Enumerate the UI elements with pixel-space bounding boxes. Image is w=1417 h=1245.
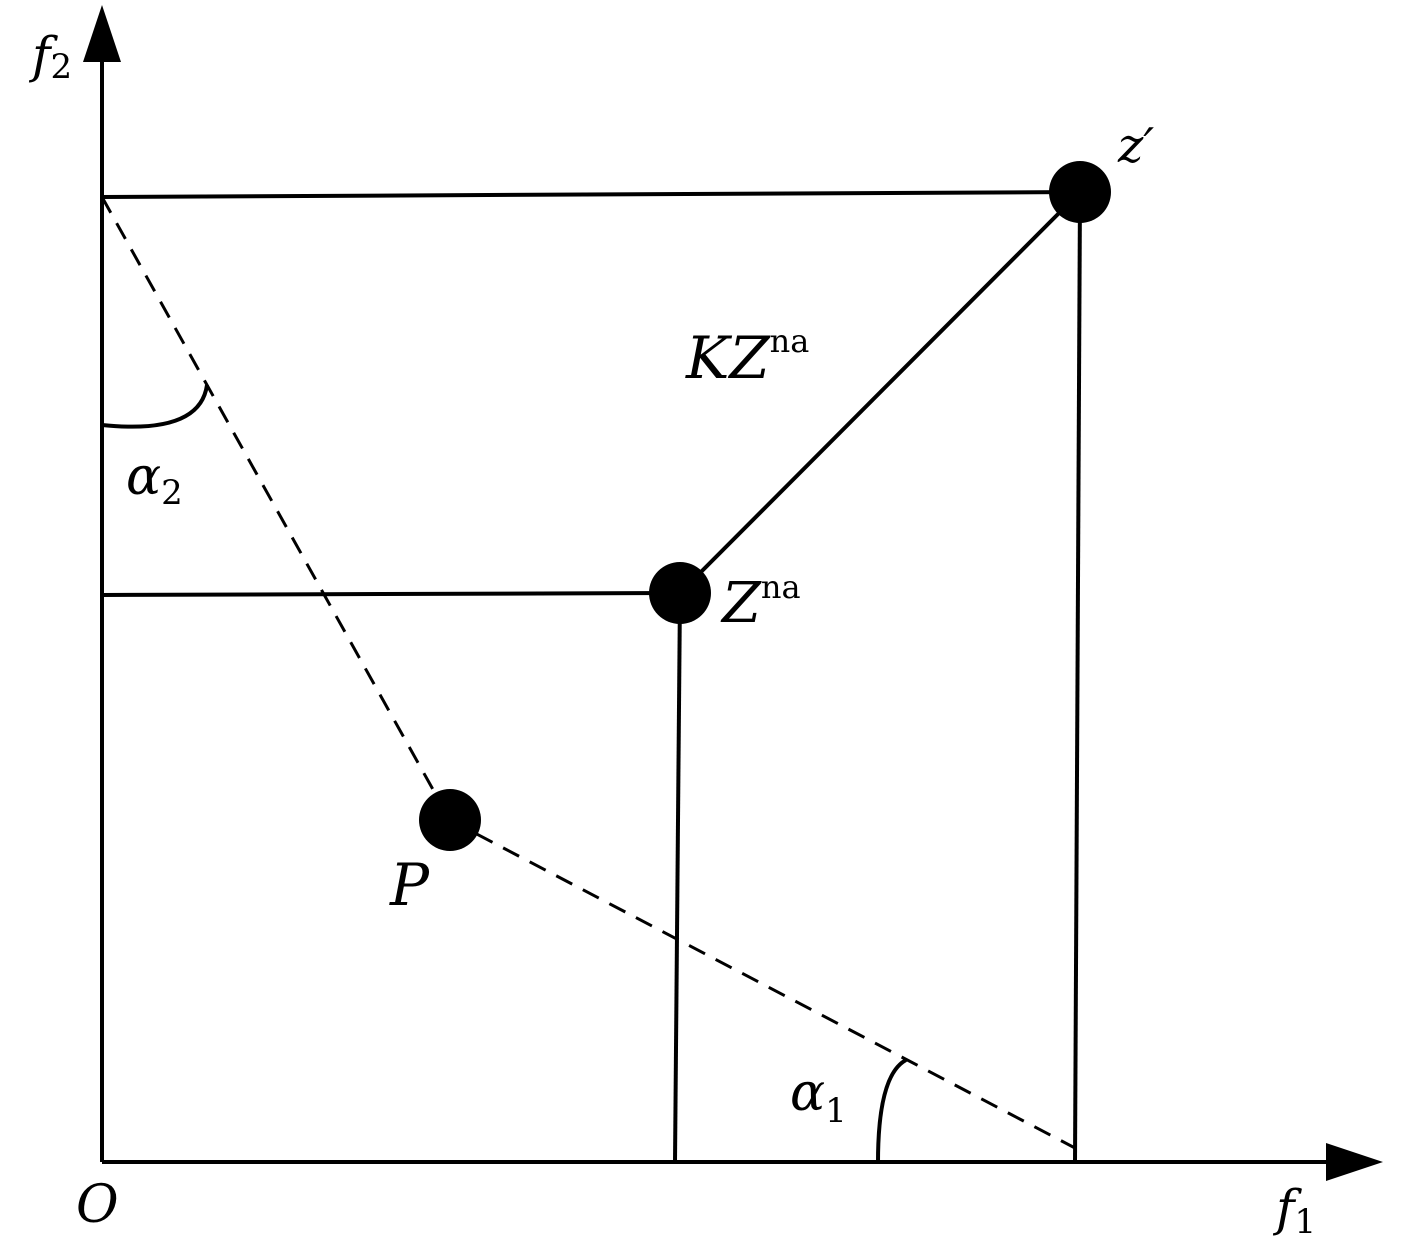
- z-prime-vertical-line: [1073, 191, 1082, 1163]
- y-axis-arrowhead: [83, 5, 121, 62]
- z-na-horizontal-line: [101, 591, 681, 597]
- z-na-label: Zna: [720, 568, 801, 636]
- z-prime-point: [1049, 161, 1111, 223]
- kz-segment: [678, 190, 1082, 595]
- dashed-line-lower: [449, 818, 1076, 1150]
- z-na-point: [649, 562, 711, 624]
- alpha2-angle-arc: [101, 384, 209, 429]
- y-axis-label: f2: [28, 26, 72, 87]
- origin-label: O: [76, 1175, 119, 1235]
- p-label: P: [389, 851, 430, 919]
- alpha2-label: α2: [126, 447, 183, 513]
- p-point: [419, 789, 481, 851]
- z-prime-horizontal-line: [101, 190, 1081, 199]
- alpha1-angle-arc: [876, 1058, 908, 1163]
- dashed-line-upper: [100, 196, 452, 821]
- z-prime-label: z′: [1117, 118, 1154, 174]
- x-axis-arrowhead: [1326, 1143, 1383, 1181]
- alpha1-label: α1: [790, 1063, 847, 1131]
- kz-na-label: KZna: [685, 322, 809, 392]
- x-axis-label: f1: [1272, 1179, 1316, 1242]
- z-na-vertical-line: [673, 592, 682, 1163]
